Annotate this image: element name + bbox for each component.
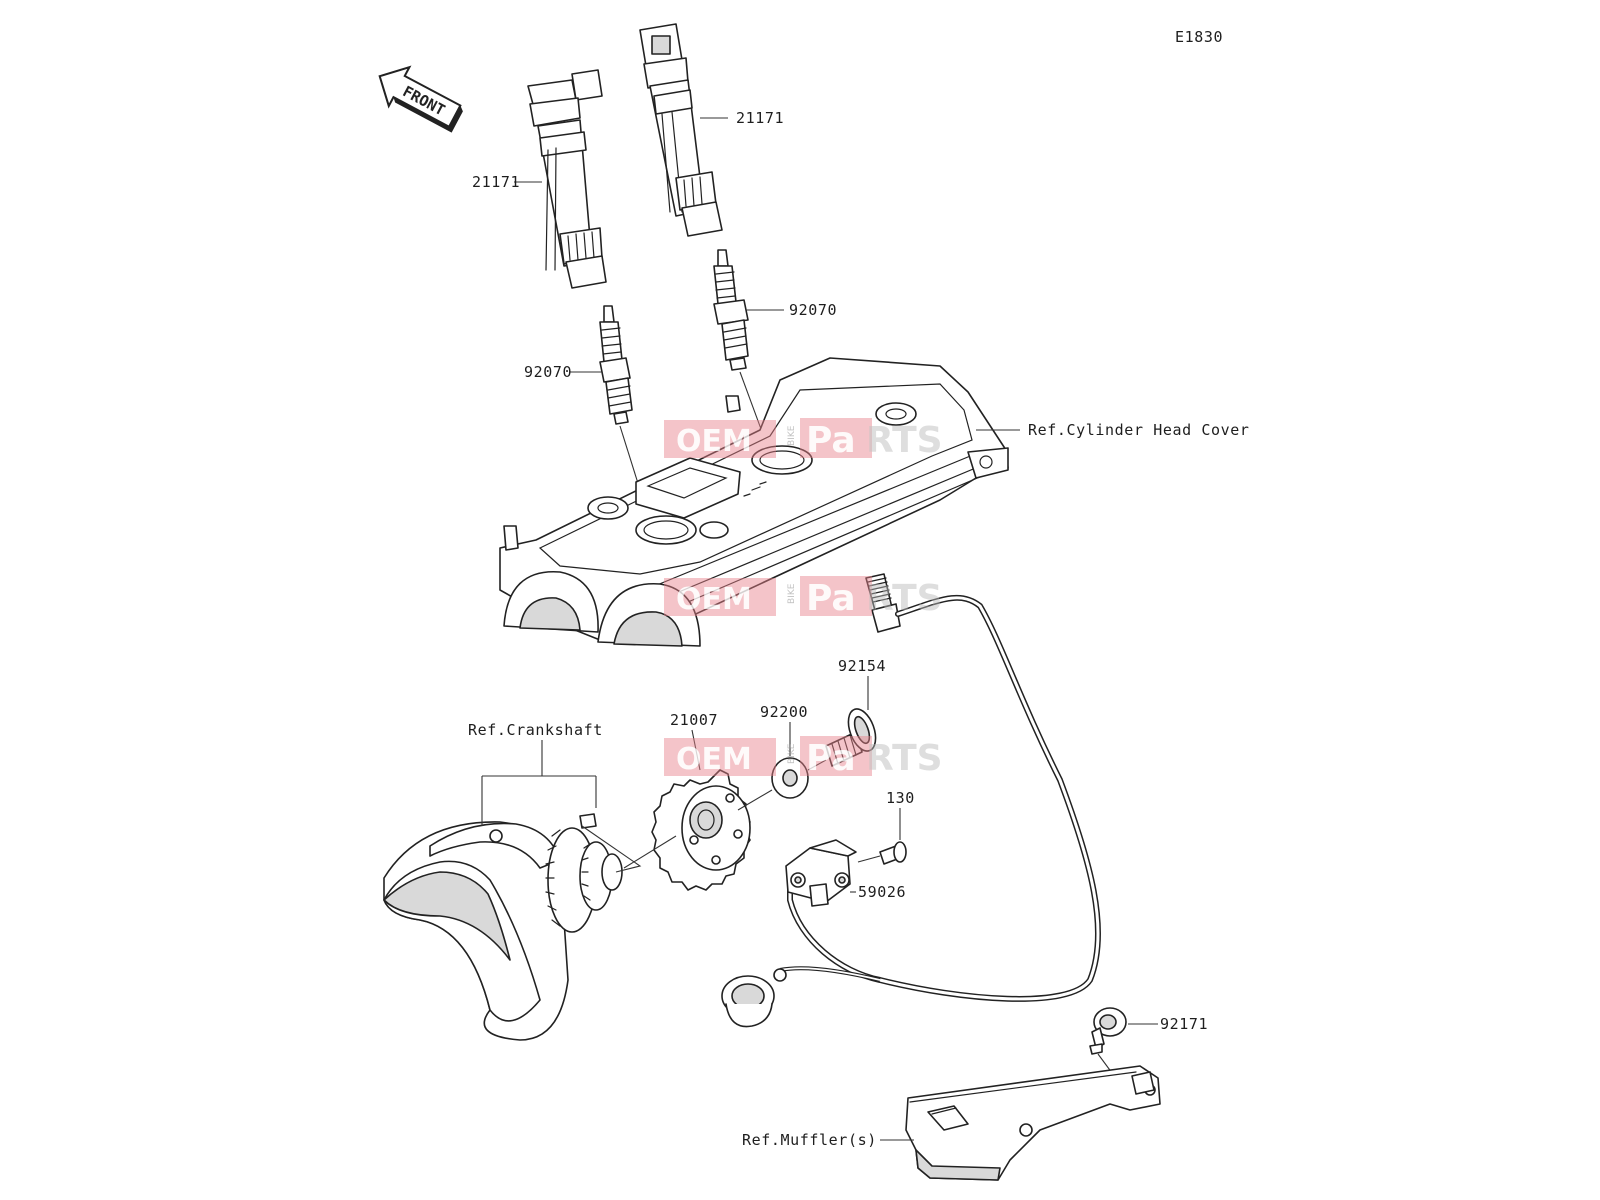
callout-coil-left: 21171 — [472, 173, 520, 191]
callout-coil-right: 21171 — [736, 109, 784, 127]
callout-bolt-top: 92154 — [838, 657, 886, 675]
svg-text:OEM: OEM — [676, 424, 752, 459]
callout-bolt-small: 130 — [886, 789, 915, 807]
diagram-code: E1830 — [1175, 28, 1223, 46]
bolt-92154 — [825, 708, 877, 767]
clamp-92171 — [1089, 1007, 1127, 1055]
watermark-bottom: OEM BIKE Pa RTS — [664, 736, 943, 779]
svg-text:BIKE: BIKE — [787, 425, 797, 446]
svg-text:Pa: Pa — [806, 738, 856, 779]
svg-text:Pa: Pa — [806, 578, 856, 619]
timing-rotor — [651, 769, 751, 891]
callout-crankshaft: Ref.Crankshaft — [468, 721, 603, 739]
bolt-130 — [879, 841, 907, 865]
cylinder-head-cover — [499, 357, 1009, 647]
callout-rotor: 21007 — [670, 711, 718, 729]
front-arrow-icon: FRONT — [378, 65, 463, 133]
svg-text:OEM: OEM — [676, 582, 752, 617]
svg-text:RTS: RTS — [866, 578, 943, 619]
crankshaft — [383, 813, 623, 1041]
callout-plug-right: 92070 — [789, 301, 837, 319]
muffler-bracket — [905, 1065, 1161, 1181]
callout-plug-left: 92070 — [524, 363, 572, 381]
washer-92200 — [771, 757, 809, 799]
svg-text:BIKE: BIKE — [787, 583, 797, 604]
svg-text:OEM: OEM — [676, 742, 752, 777]
svg-text:Pa: Pa — [806, 420, 856, 461]
callout-clamp: 92171 — [1160, 1015, 1208, 1033]
watermark-top: OEM BIKE Pa RTS — [664, 418, 943, 461]
ignition-coil-left — [527, 69, 607, 289]
spark-plug-left — [599, 305, 633, 425]
sensor-harness — [721, 573, 1102, 1028]
svg-text:RTS: RTS — [866, 738, 943, 779]
svg-text:BIKE: BIKE — [787, 743, 797, 764]
callout-muffler: Ref.Muffler(s) — [742, 1131, 877, 1149]
svg-text:RTS: RTS — [866, 420, 943, 461]
callout-sensor: 59026 — [858, 883, 906, 901]
callout-washer: 92200 — [760, 703, 808, 721]
callout-cylinder-head-cover: Ref.Cylinder Head Cover — [1028, 421, 1250, 439]
spark-plug-right — [713, 249, 749, 371]
ignition-coil-right — [639, 23, 723, 237]
crankshaft-sensor — [785, 839, 857, 907]
watermark-middle: OEM BIKE Pa RTS — [664, 576, 943, 619]
